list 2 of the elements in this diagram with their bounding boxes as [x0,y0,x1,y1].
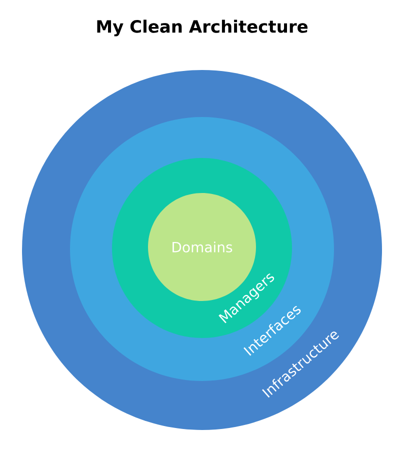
circle-label: Domains [172,242,232,252]
title: My Clean Architecture [97,20,308,36]
